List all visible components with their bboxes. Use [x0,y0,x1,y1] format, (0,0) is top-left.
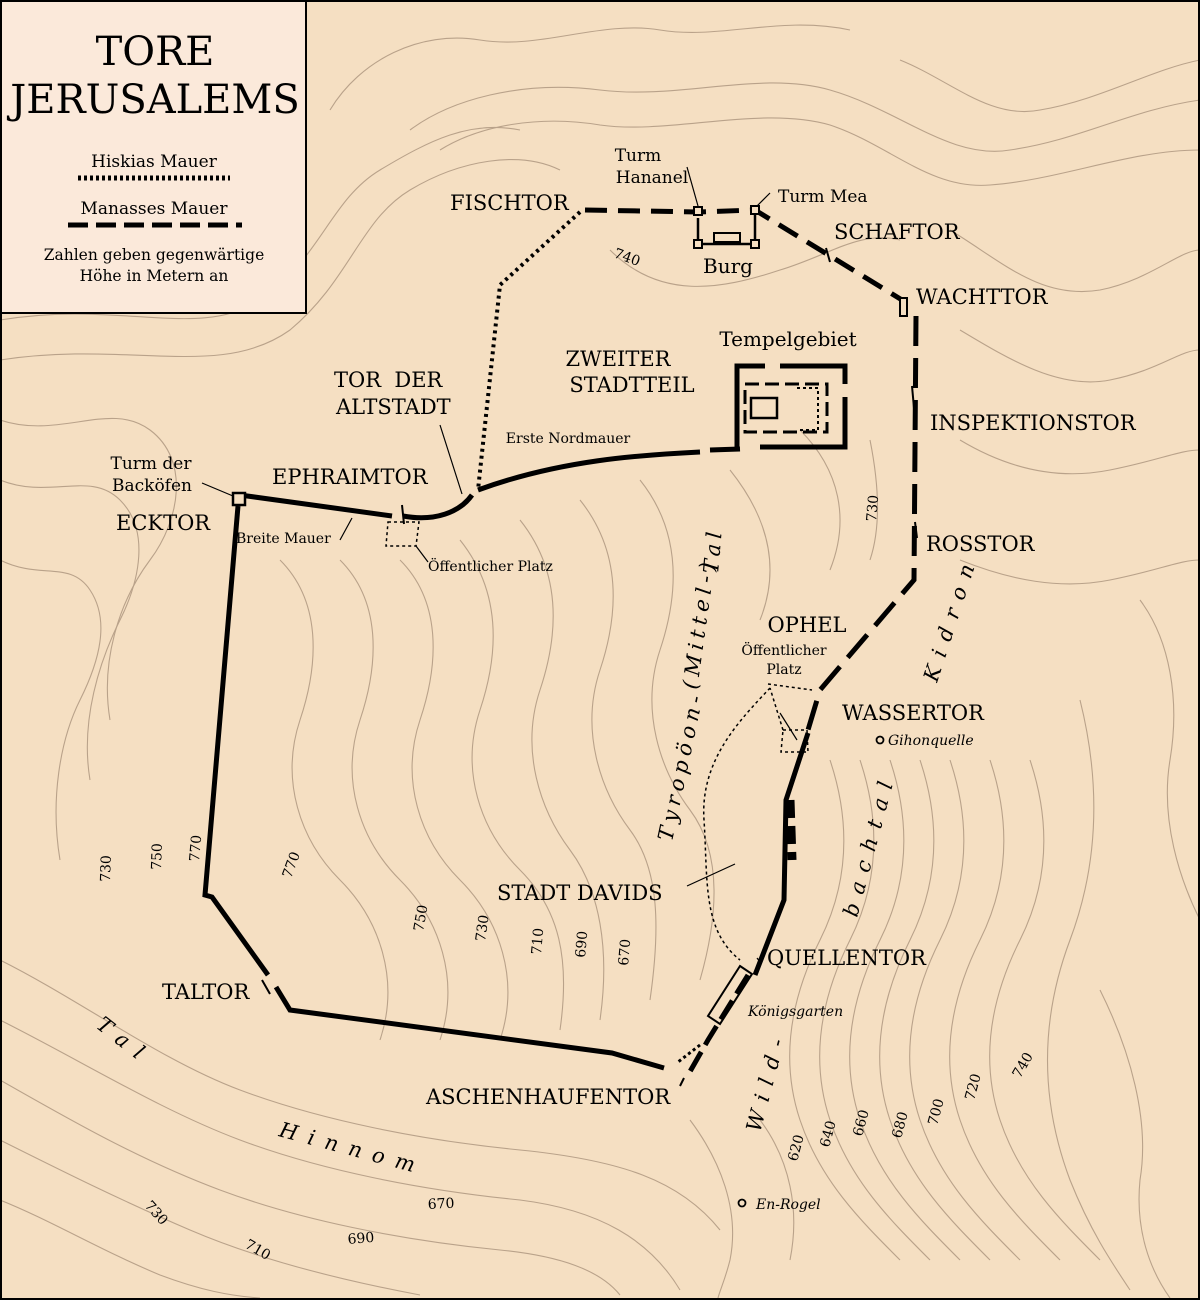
tower-ovens-marker [231,491,247,507]
label-public-square-ophel-line2: Platz [766,662,801,678]
contour-lines [0,24,1200,1299]
label-public-square-west: Öffentlicher Platz [428,557,553,575]
legend-manasseh-label: Manasses Mauer [81,199,229,219]
elevation-label: 700 [925,1097,947,1127]
legend-note-line2: Höhe in Metern an [80,267,229,285]
place-labels: Turm Hananel Turm Mea Burg Tempelgebiet … [110,146,973,1213]
label-tyropoeon-line3: Tal [699,526,727,575]
gate-label-corner-gate: ECKTOR [116,511,211,535]
elevation-label: 690 [573,930,591,958]
first-north-wall-east [709,446,741,453]
elevation-label: 730 [473,914,493,943]
city-walls [202,207,919,1077]
label-second-quarter-line1: ZWEITER [566,347,672,371]
label-city-of-david: STADT DAVIDS [497,881,663,905]
broad-wall [239,492,393,519]
gate-label-valley-gate: TALTOR [162,980,250,1004]
south-dashed-wall [685,973,751,1077]
old-city-wall-curve [402,493,475,521]
elevation-label: 710 [529,927,547,955]
elevation-label: 680 [889,1110,911,1140]
label-broad-wall: Breite Mauer [236,531,331,547]
elevation-label: 660 [850,1108,872,1138]
first-north-wall [477,449,701,493]
elevation-label: 730 [864,494,882,522]
castle-corner [750,239,760,249]
leader-lines [201,166,798,963]
gihon-spring-marker [875,735,885,745]
hezekiah-wall [476,210,582,491]
legend-note-line1: Zahlen geben gegenwärtige [44,246,265,264]
public-square-ophel [780,729,809,753]
label-ophel: OPHEL [768,613,847,637]
manasseh-wall-east [805,315,919,731]
gate-label-guard-gate: WACHTTOR [916,285,1049,309]
kings-garden-outline [706,964,754,1026]
legend-hezekiah-label: Hiskias Mauer [91,152,218,172]
gate-label-old-city-gate-line2: ALTSTADT [335,395,451,419]
gate-labels: FISCHTOR SCHAFTOR WACHTTOR INSPEKTIONSTO… [116,191,1137,1109]
elevation-label: 670 [427,1196,455,1213]
structures [201,166,918,1208]
east-wall-lower [752,732,811,976]
gate-label-inspection-gate: INSPEKTIONSTOR [930,411,1137,435]
elevation-label: 720 [962,1072,984,1102]
gate-label-water-gate: WASSERTOR [842,701,985,725]
gate-label-horse-gate: ROSSTOR [926,532,1036,556]
elevation-label: 670 [616,938,634,966]
south-dotted-wall [677,1043,701,1064]
map-title-line2: JERUSALEMS [6,77,299,123]
label-tower-ovens-line1: Turm der [110,454,192,474]
temple-complex [734,363,848,450]
gate-label-ephraim-gate: EPHRAIMTOR [272,465,429,489]
guard-gate-marker [899,297,908,317]
en-rogel-marker [737,1198,747,1208]
castle-corner [693,239,703,249]
castle-keep [713,232,741,243]
south-west-wall [273,985,665,1071]
label-second-quarter-line2: STADTTEIL [569,373,694,397]
elevation-label: 750 [149,843,166,870]
elevation-label: 640 [817,1119,839,1149]
castle-outline [696,214,757,246]
label-first-north-wall: Erste Nordmauer [506,431,631,447]
gate-label-old-city-gate-line1: TOR DER [334,368,444,392]
elevation-label: 730 [98,855,115,882]
label-tower-hananel-line2: Hananel [616,168,689,188]
legend-panel: TORE JERUSALEMS Hiskias Mauer Manasses M… [0,0,307,314]
label-public-square-ophel-line1: Öffentlicher [741,641,826,659]
label-tower-ovens-line2: Backöfen [112,476,192,496]
elevation-label: 620 [785,1133,807,1163]
gate-label-sheep-gate: SCHAFTOR [834,220,961,244]
label-tower-hananel-line1: Turm [615,146,662,166]
gate-label-dung-gate: ASCHENHAUFENTOR [425,1085,671,1109]
elevation-label: 690 [347,1230,375,1248]
elevation-label: 770 [187,834,205,862]
label-tower-mea: Turm Mea [778,187,868,207]
elevation-labels: 740 730 730 750 770 770 750 730 710 690 … [98,246,1037,1264]
gate-label-fountain-gate: QUELLENTOR [767,946,927,970]
label-en-rogel: En-Rogel [755,1197,821,1213]
label-kings-garden: Königsgarten [747,1004,843,1020]
west-wall [202,505,271,977]
tower-mea-marker [750,205,760,215]
tower-hananel-marker [693,206,703,216]
elevation-label: 750 [411,904,431,933]
gate-ticks [261,247,918,1087]
map-title-line1: TORE [96,29,215,75]
label-temple-area: Tempelgebiet [719,327,856,351]
ophel-dotted-path [703,683,813,961]
label-castle: Burg [703,254,753,278]
gate-label-fish-gate: FISCHTOR [450,191,570,215]
label-gihon-spring: Gihonquelle [888,733,974,749]
east-wall-ribs [785,799,797,861]
manasseh-wall-north [584,207,904,303]
